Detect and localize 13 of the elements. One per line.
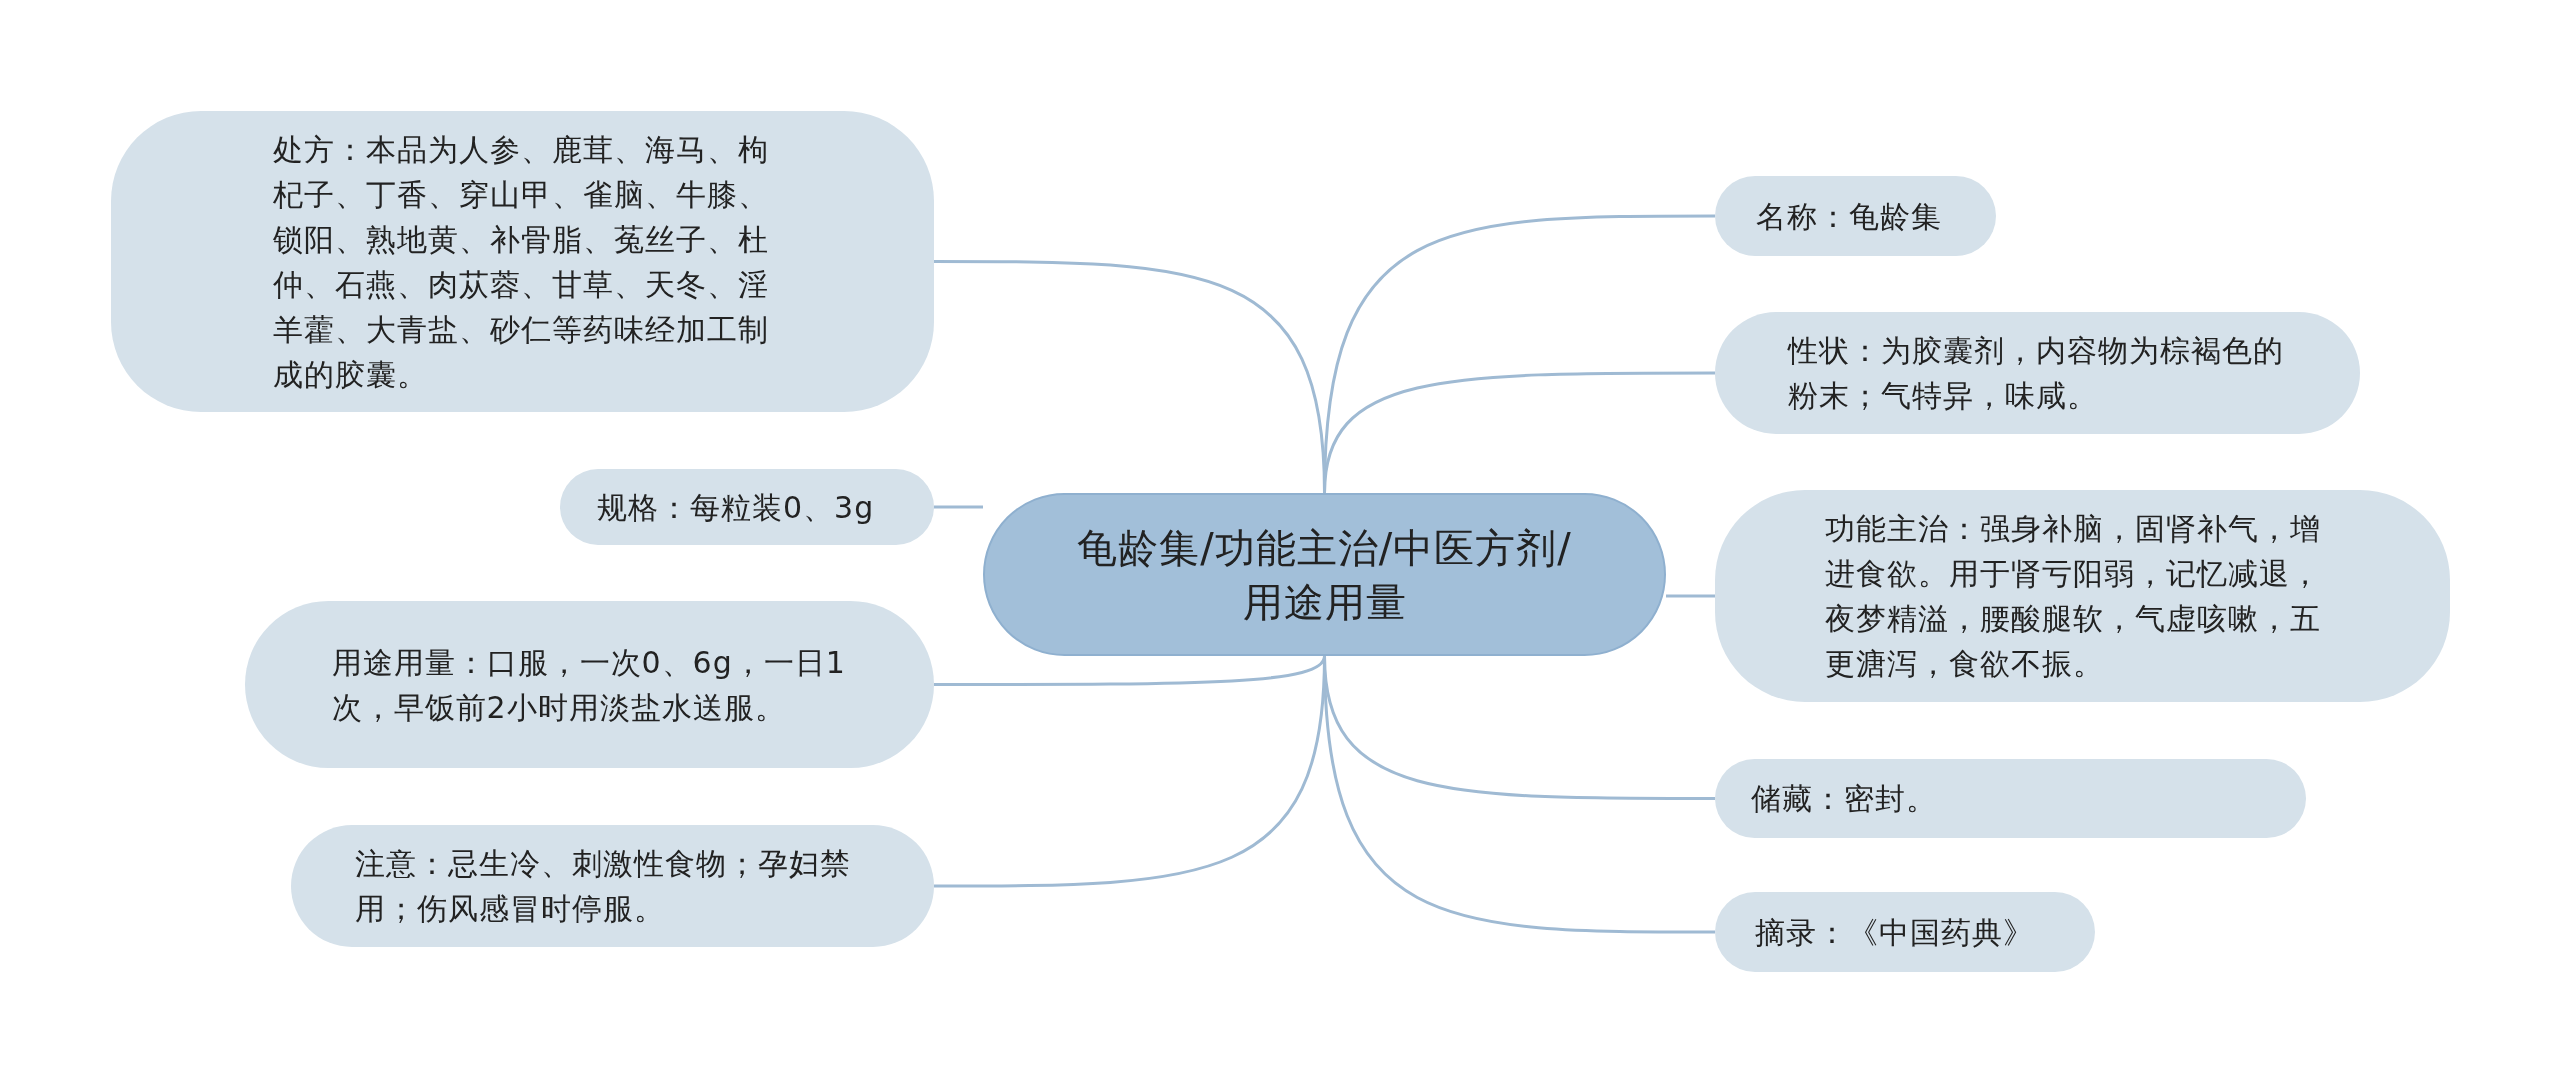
topic-bubble: 注意：忌生冷、刺激性食物；孕妇禁用；伤风感冒时停服。: [291, 825, 934, 947]
topic-bubble: 名称：龟龄集: [1715, 176, 1996, 256]
topic-bubble: 规格：每粒装0、3g: [560, 469, 934, 545]
connector-line: [1323, 371, 1715, 494]
topic-bubble: 性状：为胶囊剂，内容物为棕褐色的粉末；气特异，味咸。: [1715, 312, 2360, 434]
topic-bubble: 储藏：密封。: [1715, 759, 2306, 838]
connector-line: [934, 505, 983, 509]
topic-bubble: 功能主治：强身补脑，固肾补气，增进食欲。用于肾亏阳弱，记忆减退，夜梦精溢，腰酸腿软，气虚咳嗽，五更溏泻，食欲不振。: [1715, 490, 2450, 702]
topic-bubble: 用途用量：口服，一次0、6g，一日1次，早饭前2小时用淡盐水送服。: [245, 601, 934, 768]
topic-bubble: 摘录：《中国药典》: [1715, 892, 2095, 972]
topic-bubble: 处方：本品为人参、鹿茸、海马、枸杞子、丁香、穿山甲、雀脑、牛膝、锁阳、熟地黄、补骨脂、菟丝子、杜仲、石燕、肉苁蓉、甘草、天冬、淫羊藿、大青盐、砂仁等药味经加工制成的胶囊。: [111, 111, 934, 412]
connector-line: [1666, 594, 1715, 598]
central-topic: 龟龄集/功能主治/中医方剂/用途用量: [983, 493, 1666, 656]
